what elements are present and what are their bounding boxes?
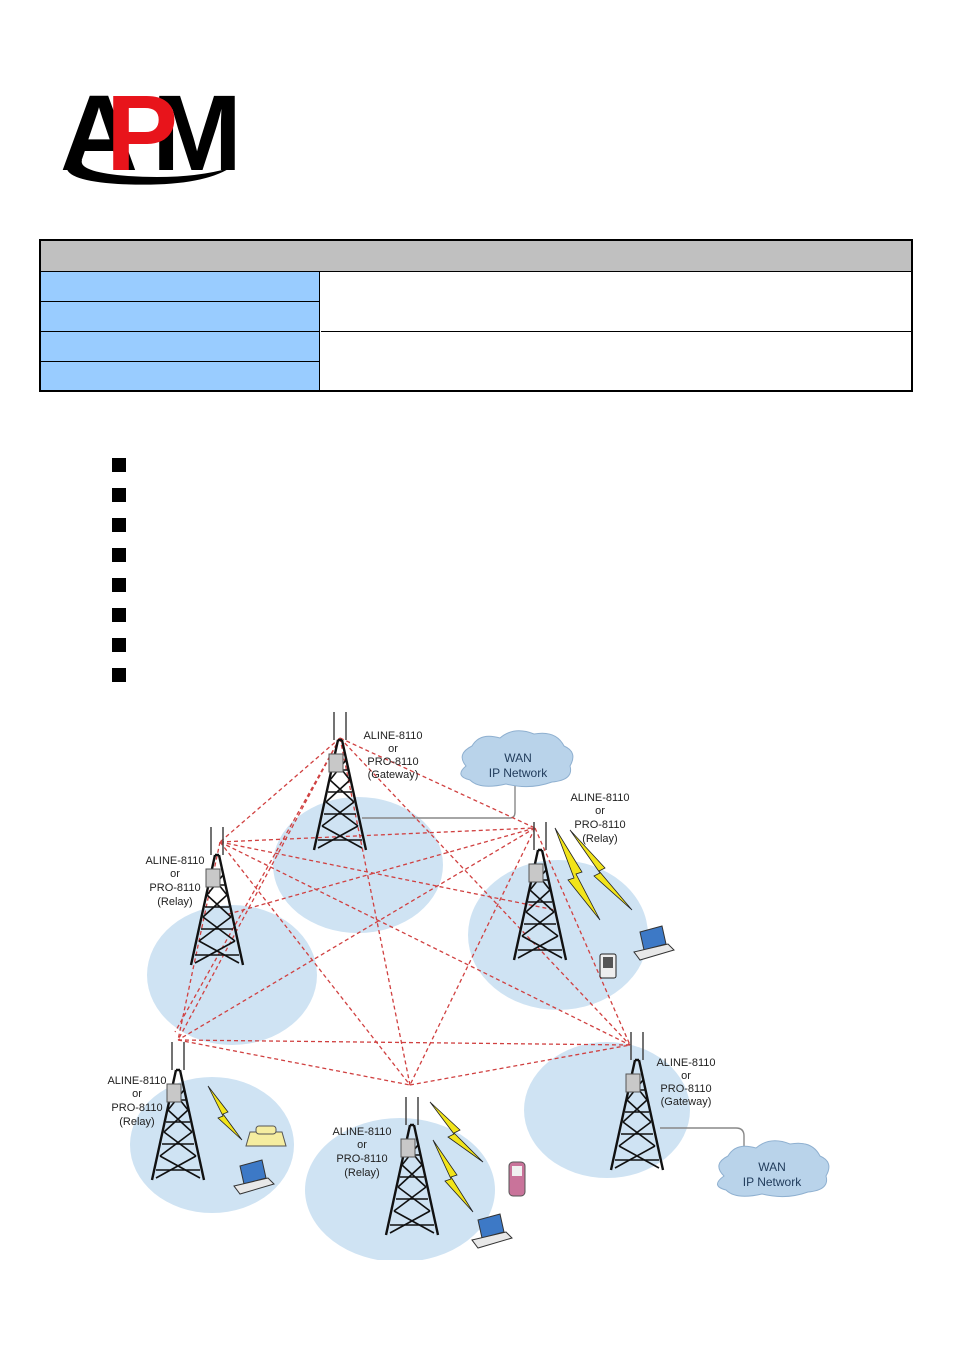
svg-text:(Relay): (Relay) — [157, 896, 192, 908]
svg-text:ALINE-8110: ALINE-8110 — [656, 1057, 715, 1069]
svg-text:or: or — [681, 1070, 691, 1082]
mobile-phone-icon — [508, 1161, 526, 1197]
coverage-areas — [130, 797, 690, 1260]
svg-text:ALINE-8110: ALINE-8110 — [570, 792, 629, 804]
spec-table-header — [41, 241, 911, 272]
svg-text:(Relay): (Relay) — [582, 833, 617, 845]
svg-text:(Relay): (Relay) — [119, 1116, 154, 1128]
label-top-gateway: ALINE-8110 or PRO-8110 (Gateway) — [363, 730, 422, 781]
svg-text:PRO-8110: PRO-8110 — [149, 882, 200, 894]
spec-label-3 — [41, 332, 320, 362]
bullet-icon — [112, 518, 126, 532]
spec-label-1 — [41, 272, 320, 302]
svg-text:PRO-8110: PRO-8110 — [111, 1102, 162, 1114]
bullet-icon — [112, 458, 126, 472]
svg-text:or: or — [132, 1088, 142, 1100]
svg-text:or: or — [595, 805, 605, 817]
bullet-icon — [112, 488, 126, 502]
label-right-upper-relay: ALINE-8110 or PRO-8110 (Relay) — [570, 792, 629, 845]
svg-text:ALINE-8110: ALINE-8110 — [332, 1126, 391, 1138]
wireless-signals — [207, 827, 633, 1213]
svg-text:A M: A M — [60, 72, 236, 192]
svg-text:or: or — [357, 1139, 367, 1151]
svg-text:ALINE-8110: ALINE-8110 — [363, 730, 422, 742]
spec-value-1 — [321, 272, 911, 332]
svg-text:PRO-8110: PRO-8110 — [660, 1083, 711, 1095]
svg-text:or: or — [388, 743, 398, 755]
spec-label-4 — [41, 362, 320, 390]
svg-text:PRO-8110: PRO-8110 — [574, 819, 625, 831]
label-left-upper-relay: ALINE-8110 or PRO-8110 (Relay) — [145, 855, 204, 908]
mesh-network-diagram: WAN IP Network WAN IP Network ALINE-8110… — [107, 710, 830, 1260]
cloud-line-1: WAN — [504, 751, 532, 765]
svg-text:ALINE-8110: ALINE-8110 — [107, 1075, 166, 1087]
spec-value-2 — [321, 332, 911, 390]
svg-text:(Gateway): (Gateway) — [368, 769, 419, 781]
spec-table — [39, 239, 913, 392]
apm-logo: A M P — [60, 72, 238, 192]
svg-text:PRO-8110: PRO-8110 — [367, 756, 418, 768]
feature-list — [112, 458, 126, 698]
cloud-line-1: WAN — [758, 1160, 786, 1174]
mesh-links — [174, 737, 631, 1086]
phone-icon — [245, 1125, 287, 1147]
spec-label-2 — [41, 302, 320, 332]
label-bottom-center-relay: ALINE-8110 or PRO-8110 (Relay) — [332, 1126, 391, 1179]
cloud-line-2: IP Network — [743, 1175, 802, 1189]
svg-text:ALINE-8110: ALINE-8110 — [145, 855, 204, 867]
pda-icon — [599, 953, 617, 979]
bullet-icon — [112, 578, 126, 592]
svg-text:P: P — [106, 72, 178, 192]
bullet-icon — [112, 668, 126, 682]
wan-cloud-bottom: WAN IP Network — [717, 1140, 830, 1198]
label-right-lower-gateway: ALINE-8110 or PRO-8110 (Gateway) — [656, 1057, 715, 1108]
svg-text:or: or — [170, 868, 180, 880]
svg-text:PRO-8110: PRO-8110 — [336, 1153, 387, 1165]
label-left-lower-relay: ALINE-8110 or PRO-8110 (Relay) — [107, 1075, 166, 1128]
bullet-icon — [112, 638, 126, 652]
cloud-line-2: IP Network — [489, 766, 548, 780]
svg-text:(Relay): (Relay) — [344, 1167, 379, 1179]
bullet-icon — [112, 608, 126, 622]
bullet-icon — [112, 548, 126, 562]
svg-text:(Gateway): (Gateway) — [661, 1096, 712, 1108]
wan-cloud-top: WAN IP Network — [460, 730, 574, 788]
